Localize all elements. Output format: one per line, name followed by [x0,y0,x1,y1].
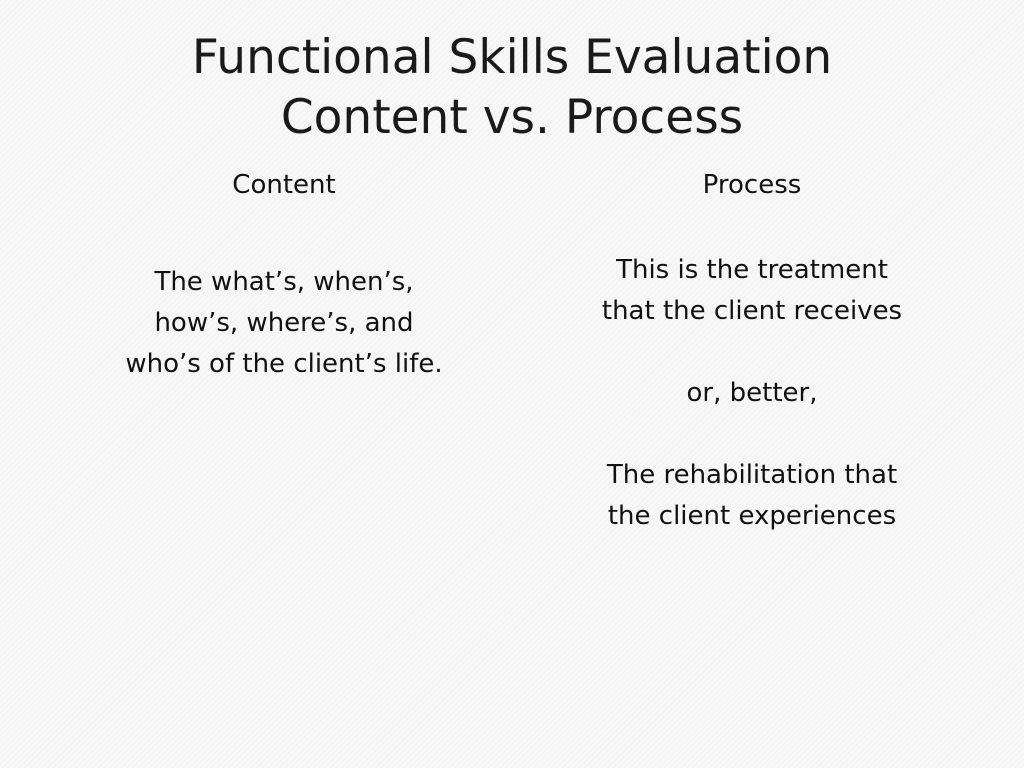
process-line-1: This is the treatment [616,255,888,285]
content-heading: Content [232,170,336,200]
title-line-1: Functional Skills Evaluation [191,30,833,85]
content-description: The what’s, when’s, how’s, where’s, and … [70,262,498,385]
process-description-2: or, better, [686,378,818,408]
process-line-2: that the client receives [601,296,903,326]
process-line-3: The rehabilitation that [606,460,898,490]
process-description-1: This is the treatment that the client re… [540,250,964,332]
process-line-4: the client experiences [607,501,897,531]
content-line-3: who’s of the client’s life. [125,349,443,379]
content-column: Content The what’s, when’s, how’s, where… [70,166,498,385]
title-line-2: Content vs. Process [280,90,744,145]
process-description-3: The rehabilitation that the client exper… [540,455,964,537]
process-heading: Process [702,170,802,200]
content-line-1: The what’s, when’s, [154,267,414,297]
process-column: Process This is the treatment that the c… [540,166,964,537]
content-line-2: how’s, where’s, and [154,308,414,338]
slide-title: Functional Skills Evaluation Content vs.… [100,28,924,148]
